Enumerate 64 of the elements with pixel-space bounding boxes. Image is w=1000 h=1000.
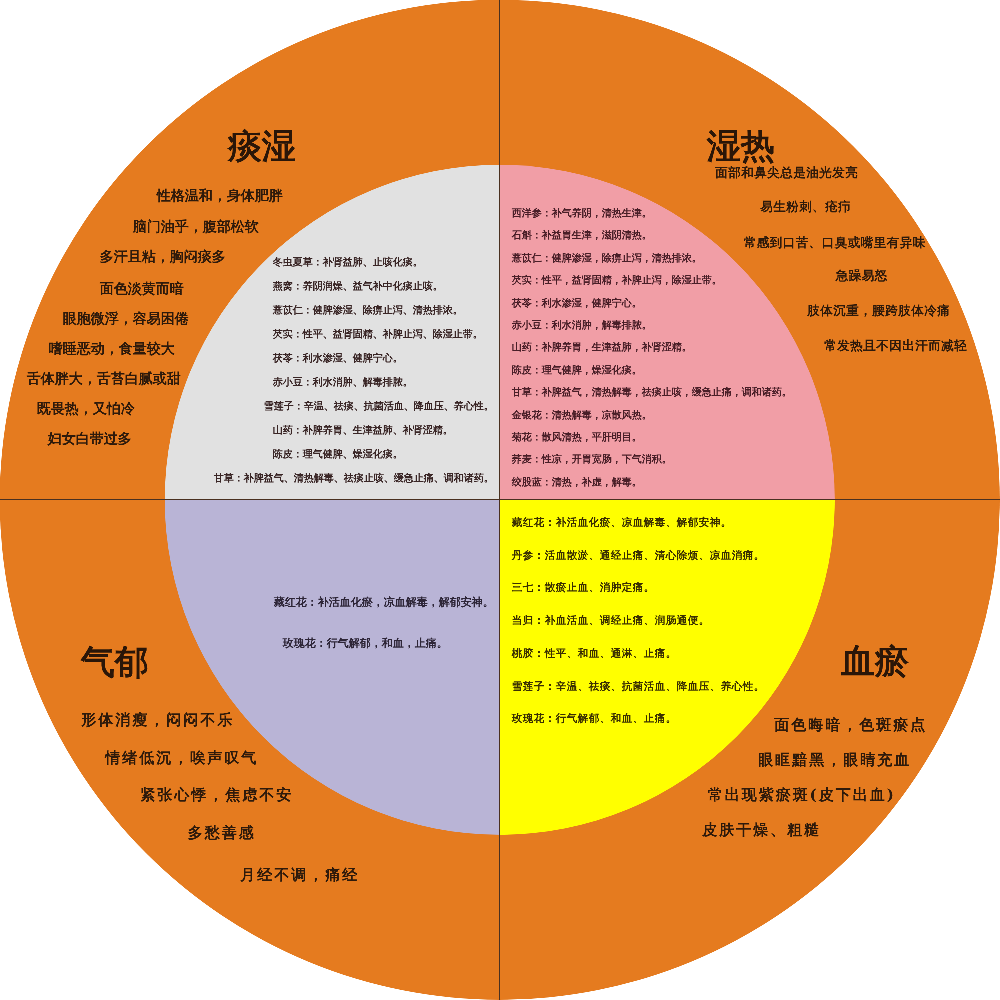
- symptom-text: 多愁善感: [188, 824, 256, 842]
- symptom-text: 肢体沉重，腰跨肢体冷痛: [808, 304, 950, 318]
- outer-sector: [0, 500, 500, 1000]
- herb-text: 玫瑰花：行气解郁，和血，止痛。: [283, 638, 448, 650]
- symptom-text: 月经不调，痛经: [240, 866, 360, 884]
- symptom-text: 情绪低沉，唉声叹气: [106, 750, 258, 766]
- symptom-text: 眼眶黯黑，眼睛充血: [758, 752, 912, 768]
- symptom-text: 嗜睡恶动，食量较大: [49, 342, 175, 358]
- symptom-text: 面部和鼻尖总是油光发亮: [716, 166, 858, 180]
- symptom-text: 形体消瘦，闷闷不乐: [82, 712, 234, 728]
- herb-text: 菊花：散风清热，平肝明目。: [512, 432, 642, 444]
- herb-text: 甘草：补脾益气，清热解毒，祛痰止咳，缓急止痛，调和诸药。: [512, 388, 792, 399]
- herb-text: 藏红花：补活血化瘀，凉血解毒，解郁安神。: [274, 596, 494, 610]
- sector-title: 血瘀: [841, 645, 909, 679]
- outer-sector: [500, 500, 1000, 1000]
- herb-text: 山药：补脾养胃，生津益肺，补肾涩精。: [512, 342, 692, 354]
- herb-text: 陈皮：理气健脾、燥湿化痰。: [273, 450, 403, 460]
- outer-sector: [500, 0, 1000, 500]
- sector-title: 气郁: [81, 646, 149, 680]
- symptom-text: 既畏热，又怕冷: [37, 402, 135, 418]
- symptom-text: 舌体胖大，舌苔白腻或甜: [27, 372, 181, 388]
- symptom-text: 面色晦暗，色斑瘀点: [774, 716, 928, 734]
- symptom-text: 皮肤干燥、粗糙: [702, 822, 822, 838]
- herb-text: 金银花：清热解毒，凉散风热。: [512, 410, 652, 422]
- herb-text: 山药：补脾养胃、生津益肺、补肾涩精。: [273, 426, 453, 436]
- symptom-text: 常感到口苦、口臭或嘴里有异味: [744, 236, 926, 250]
- herb-text: 雪莲子：辛温、祛痰、抗菌活血、降血压、养心性。: [264, 402, 494, 412]
- symptom-text: 多汗且粘，胸闷痰多: [100, 250, 226, 266]
- herb-text: 三七：散瘀止血、消肿定痛。: [512, 584, 655, 596]
- symptom-text: 常出现紫瘀斑(皮下出血): [708, 786, 896, 804]
- herb-text: 西洋参：补气养阴，清热生津。: [512, 208, 652, 220]
- herb-text: 薏苡仁：健脾渗湿，除痹止泻，清热排浓。: [512, 253, 702, 264]
- herb-text: 雪莲子：辛温、祛痰、抗菌活血、降血压、养心性。: [512, 682, 765, 694]
- sector-title: 痰湿: [228, 130, 296, 164]
- herb-text: 玫瑰花：行气解郁、和血、止痛。: [512, 714, 677, 726]
- herb-text: 冬虫夏草：补肾益肺、止咳化痰。: [273, 258, 423, 268]
- herb-text: 芡实：性平，益肾固精，补脾止泻，除湿止带。: [512, 276, 722, 287]
- symptom-text: 妇女白带过多: [48, 432, 132, 448]
- herb-text: 丹参：活血散淤、通经止痛、清心除烦、凉血消痈。: [512, 550, 765, 562]
- symptom-text: 急躁易怒: [836, 269, 888, 283]
- symptom-text: 性格温和，身体肥胖: [157, 189, 283, 205]
- herb-text: 石斛：补益胃生津，滋阴清热。: [512, 230, 652, 242]
- herb-text: 当归：补血活血、调经止痛、润肠通便。: [512, 616, 710, 628]
- sector-title: 湿热: [707, 130, 775, 164]
- herb-text: 芡实：性平、益肾固精、补脾止泻、除湿止带。: [273, 330, 483, 340]
- herb-text: 薏苡仁：健脾渗湿、除痹止泻、清热排浓。: [273, 306, 463, 316]
- herb-text: 藏红花：补活血化瘀、凉血解毒、解郁安神。: [512, 518, 732, 530]
- herb-text: 陈皮：理气健脾，燥湿化痰。: [512, 365, 642, 376]
- herb-text: 茯苓：利水渗湿，健脾宁心。: [512, 298, 642, 310]
- symptom-text: 常发热且不因出汗而减轻: [824, 339, 968, 353]
- herb-text: 赤小豆：利水消肿、解毒排脓。: [273, 378, 413, 388]
- symptom-text: 面色淡黄而暗: [100, 282, 184, 298]
- symptom-text: 紧张心悸，焦虑不安: [140, 786, 294, 804]
- herb-text: 桃胶：性平、和血、通淋、止痛。: [512, 649, 677, 661]
- herb-text: 茯苓：利水渗湿、健脾宁心。: [273, 354, 403, 364]
- herb-text: 荞麦：性凉，开胃宽肠，下气消积。: [512, 454, 672, 466]
- herb-text: 绞股蓝：清热，补虚，解毒。: [512, 477, 642, 488]
- herb-text: 甘草：补脾益气、清热解毒、祛痰止咳、缓急止痛、调和诸药。: [214, 474, 494, 484]
- herb-text: 赤小豆：利水消肿，解毒排脓。: [512, 320, 652, 332]
- herb-text: 燕窝：养阴润燥、益气补中化痰止咳。: [273, 282, 443, 292]
- symptom-text: 脑门油乎，腹部松软: [133, 220, 259, 236]
- symptom-text: 眼胞微浮，容易困倦: [63, 312, 189, 328]
- symptom-text: 易生粉刺、疮疖: [760, 200, 852, 214]
- outer-sector: [0, 0, 500, 500]
